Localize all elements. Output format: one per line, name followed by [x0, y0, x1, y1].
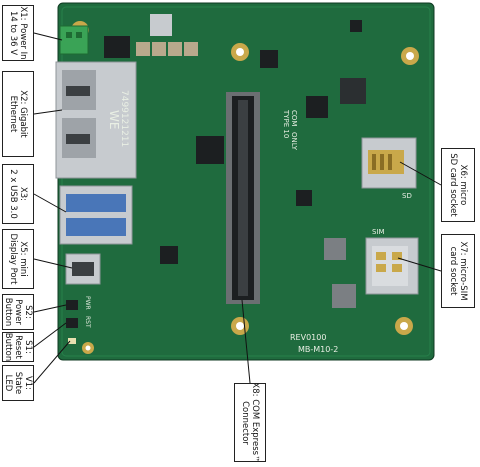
buttons-and-led	[66, 300, 78, 344]
power-connector	[59, 25, 130, 58]
pcb-inner-shade	[61, 6, 431, 357]
rj45-code: 7499121211	[119, 90, 129, 147]
ics	[160, 20, 366, 308]
top-components	[136, 14, 198, 56]
pwr-mark: PWR	[84, 296, 91, 310]
micro-sim-socket	[365, 237, 419, 295]
rst-mark: RST	[84, 316, 91, 328]
sd-mark: SD	[402, 192, 412, 200]
board-rev: REV0100	[290, 333, 326, 342]
sim-mark: SIM	[372, 228, 385, 236]
usb-ports	[59, 185, 133, 245]
rj45-mark: WE	[107, 110, 121, 129]
board-model: MB-M10-2	[298, 345, 338, 354]
board-compact: COM	[290, 110, 298, 126]
ethernet-jack	[55, 61, 137, 179]
board-only: ONLY	[290, 132, 298, 151]
board-type: TYPE 10	[282, 109, 290, 138]
label-usb: X3:2 x USB 3.0	[2, 164, 34, 224]
com-express-connector	[226, 92, 260, 304]
leader-lines	[33, 32, 442, 384]
micro-sd-socket	[361, 137, 417, 189]
mini-displayport	[65, 253, 101, 285]
